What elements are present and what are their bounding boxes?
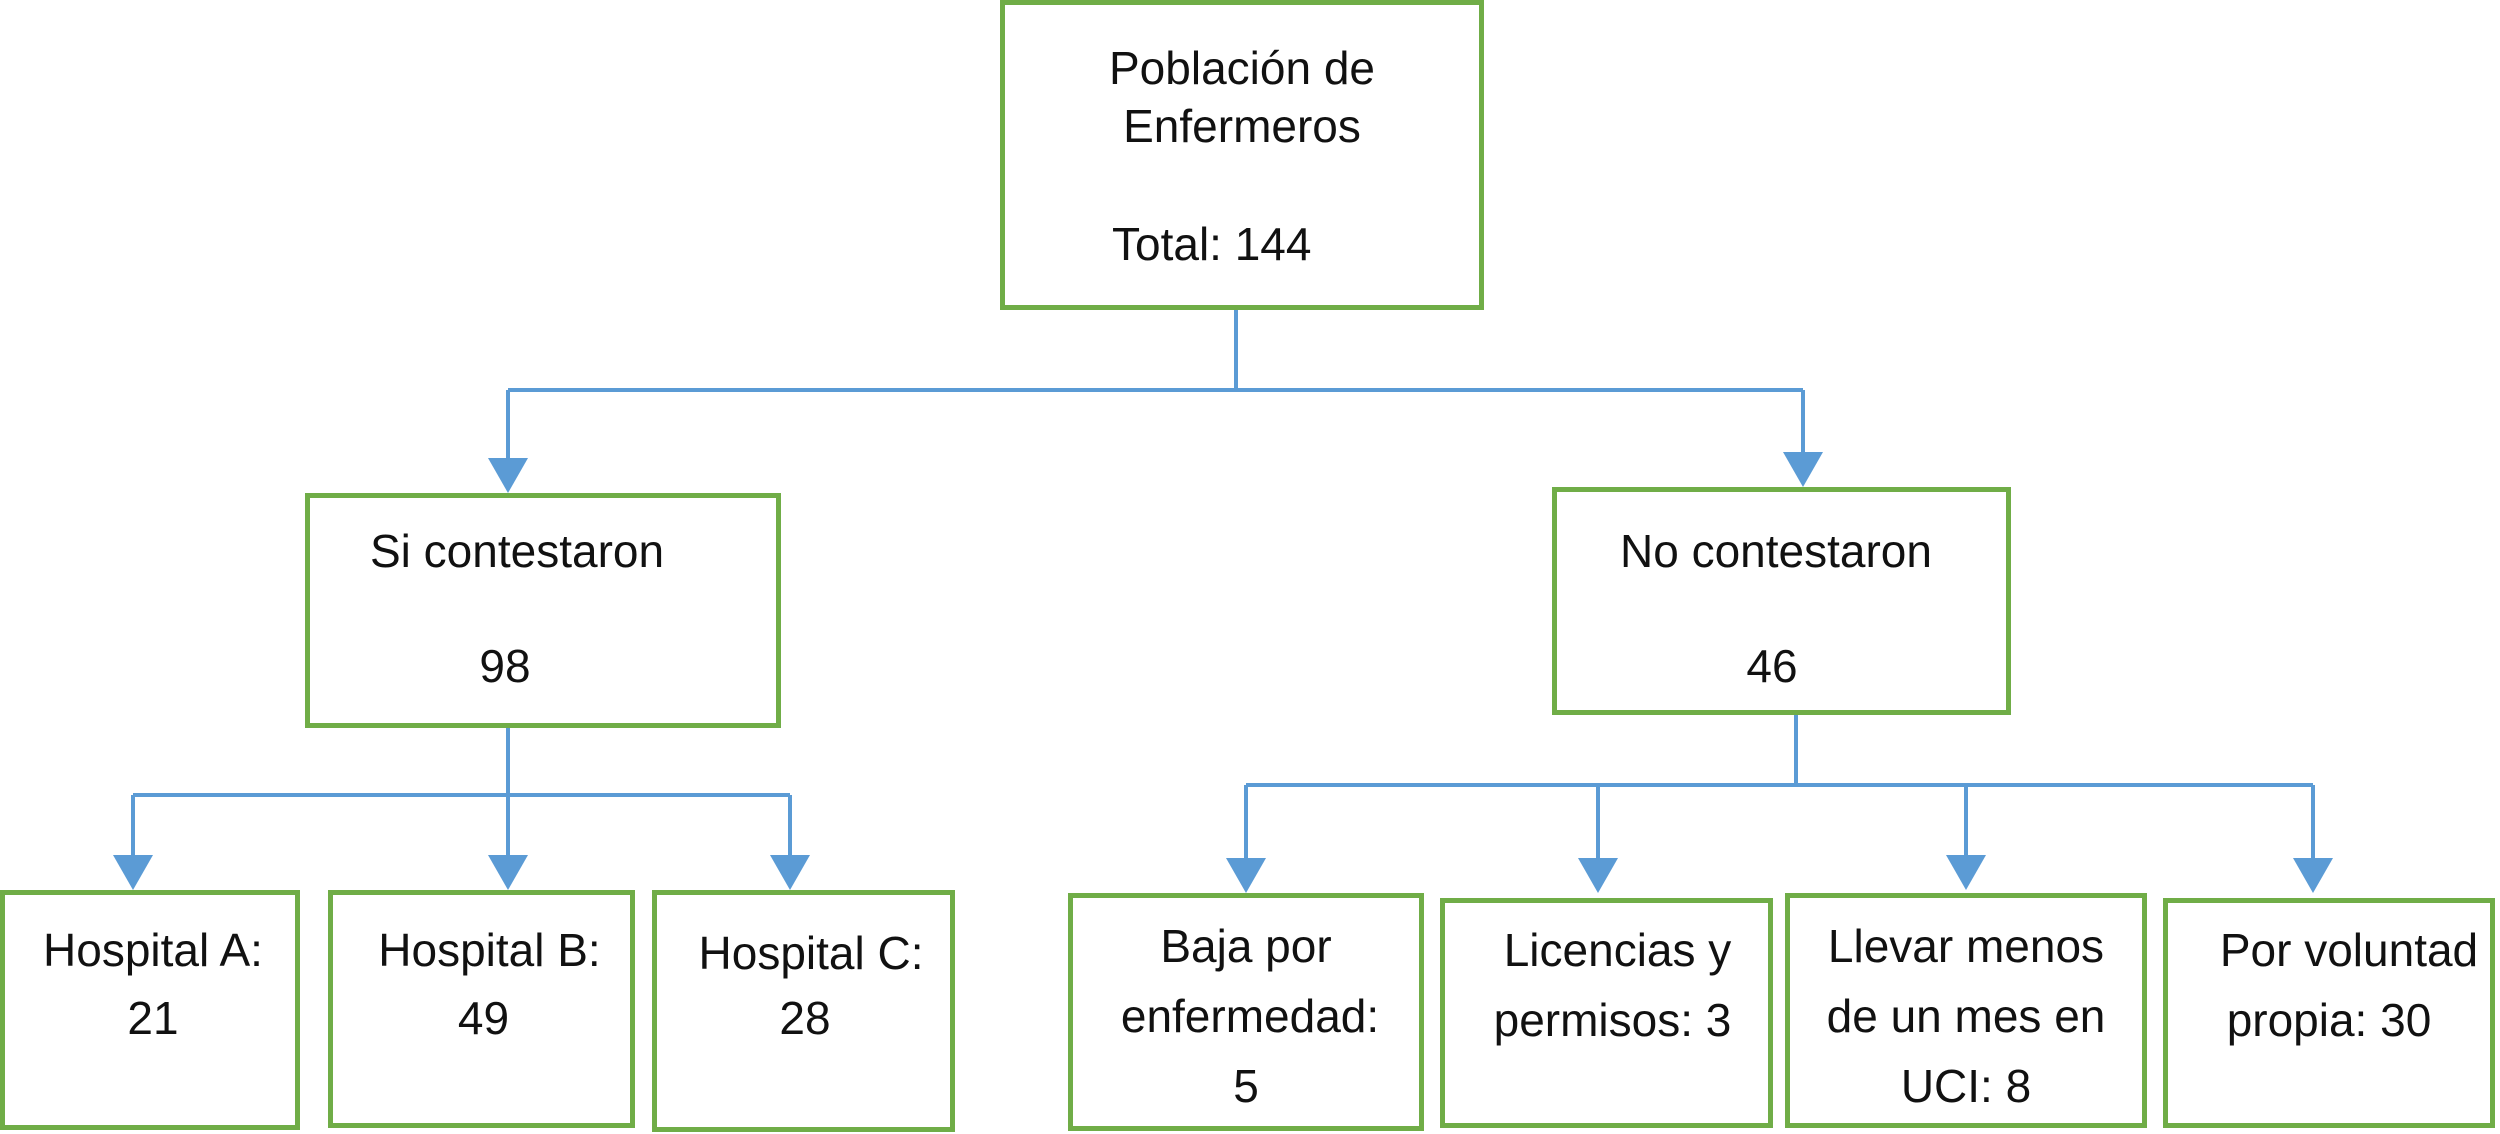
- reason-llevar-line3: UCI: 8: [1900, 1060, 2032, 1112]
- arrowhead-reason-1: [1226, 858, 1266, 893]
- reason-voluntad-line1: Por voluntad: [2219, 924, 2479, 976]
- hospital-b-label: Hospital B:: [378, 924, 601, 976]
- arrowhead-reason-2: [1578, 858, 1618, 893]
- root-total: Total: 144: [1112, 218, 1312, 270]
- hospital-c-label: Hospital C:: [698, 927, 924, 979]
- si-count: 98: [479, 640, 531, 692]
- arrowhead-si: [488, 458, 528, 493]
- no-contestaron-node: [1552, 487, 2011, 715]
- hospital-b-node: [328, 890, 635, 1128]
- root-title-line1: Población de: [1109, 42, 1375, 94]
- arrowhead-reason-4: [2293, 858, 2333, 893]
- hospital-a-label: Hospital A:: [43, 924, 263, 976]
- no-label: No contestaron: [1620, 525, 1932, 577]
- reason-llevar-node: [1785, 893, 2147, 1128]
- reason-llevar-line1: Llevar menos: [1827, 920, 2105, 972]
- hospital-a-node: [0, 890, 300, 1130]
- si-contestaron-node: [305, 493, 781, 728]
- arrowhead-hospital-b: [488, 855, 528, 890]
- reason-licencias-node: [1440, 898, 1773, 1128]
- reason-baja-line3: 5: [1233, 1060, 1259, 1112]
- no-count: 46: [1746, 640, 1798, 692]
- reason-licencias-line2: permisos: 3: [1493, 994, 1732, 1046]
- arrowhead-reason-3: [1946, 855, 1986, 890]
- reason-baja-line1: Baja por: [1160, 920, 1332, 972]
- reason-voluntad-line2: propia: 30: [2226, 994, 2432, 1046]
- hospital-c-value: 28: [779, 992, 831, 1044]
- reason-llevar-line2: de un mes en: [1826, 990, 2106, 1042]
- si-label: Si contestaron: [370, 525, 665, 577]
- connector-si: [131, 728, 792, 855]
- hospital-b-value: 49: [457, 992, 510, 1044]
- arrowhead-hospital-c: [770, 855, 810, 890]
- hospital-c-node: [652, 890, 955, 1132]
- reason-licencias-line1: Licencias y: [1503, 924, 1732, 976]
- hospital-a-value: 21: [127, 992, 179, 1044]
- root-title-line2: Enfermeros: [1123, 100, 1361, 152]
- reason-voluntad-node: [2163, 898, 2495, 1128]
- reason-baja-line2: enfermedad:: [1120, 990, 1380, 1042]
- arrowhead-no: [1783, 452, 1823, 487]
- connector-no: [1244, 715, 2315, 858]
- connector-root: [506, 310, 1805, 458]
- reason-baja-node: [1068, 893, 1424, 1131]
- arrowhead-hospital-a: [113, 855, 153, 890]
- root-node: [1000, 0, 1484, 310]
